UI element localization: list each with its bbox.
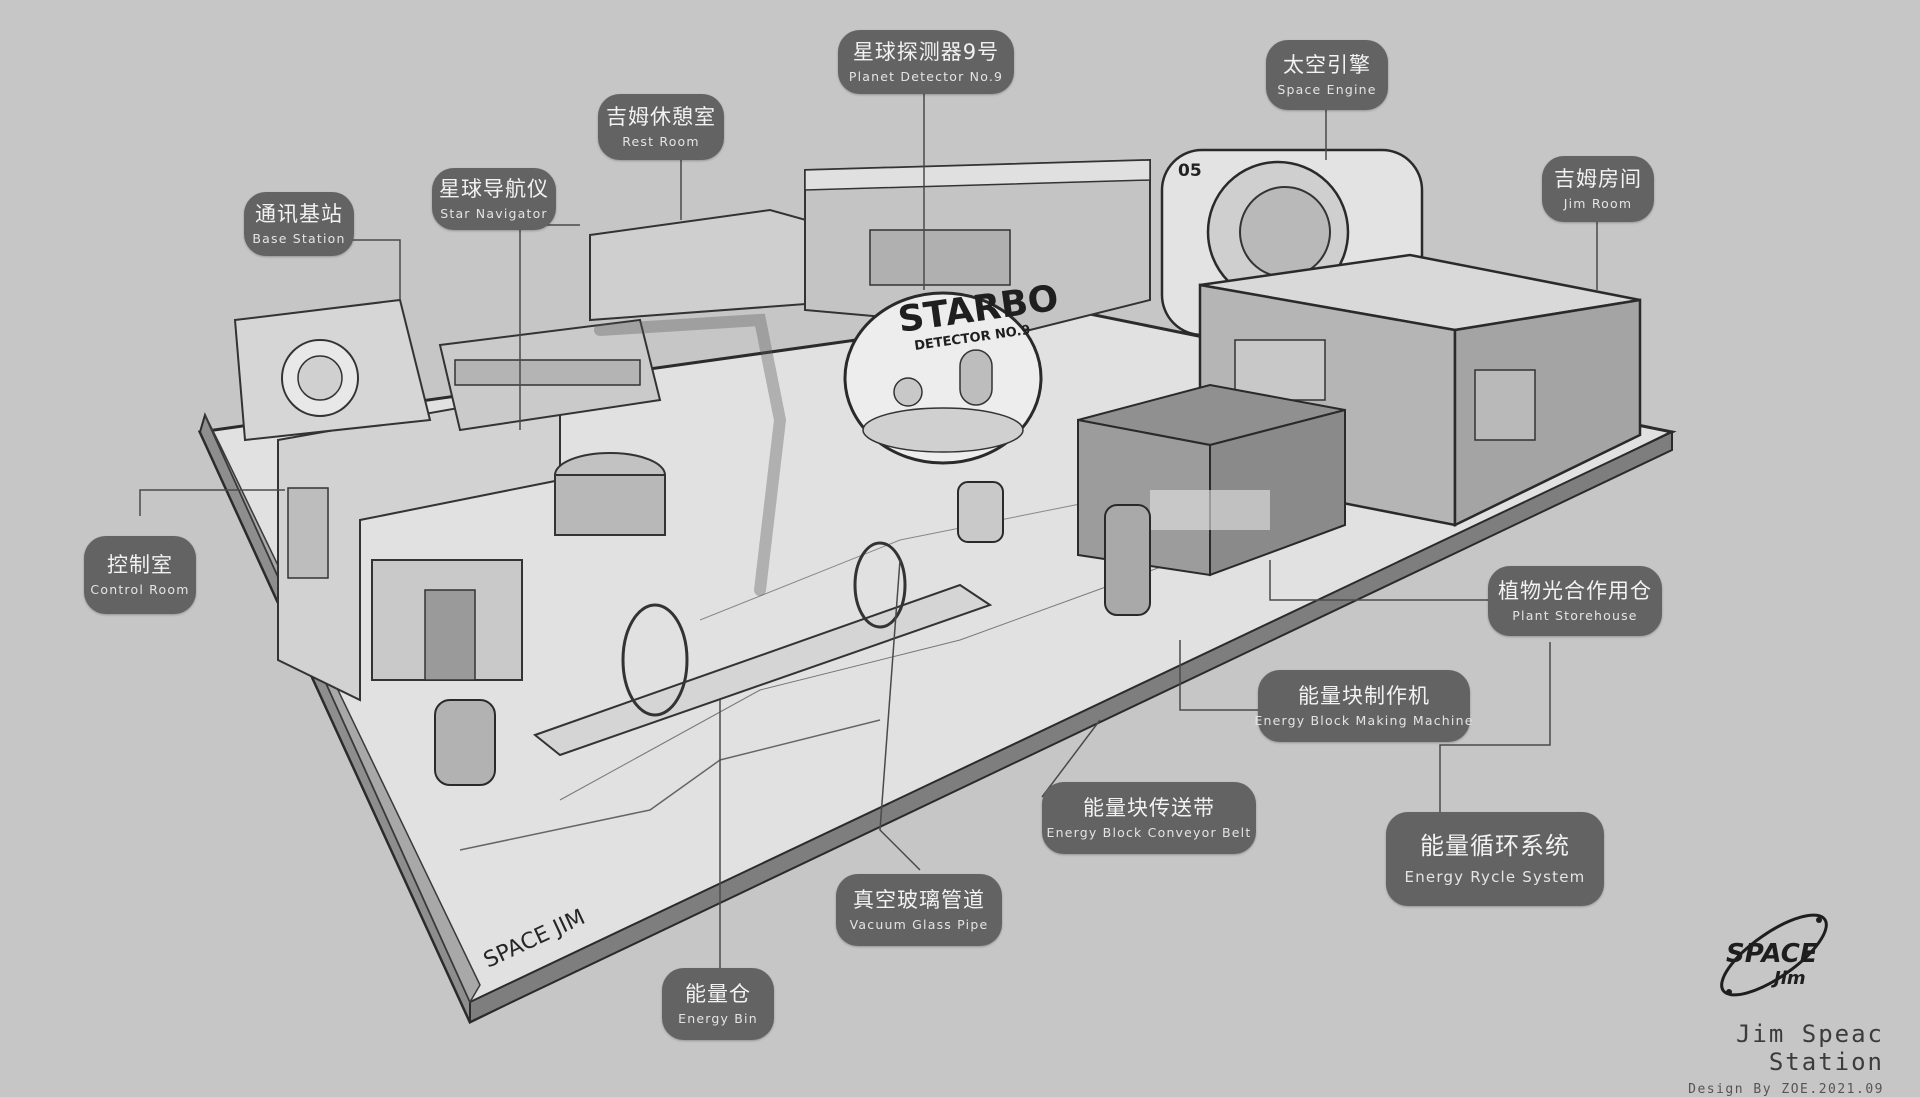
callout-en: Energy Block Conveyor Belt [1046, 825, 1252, 841]
callout-zh: 吉姆休憩室 [606, 104, 716, 129]
callout-en: Star Navigator [440, 206, 548, 222]
callout-conveyor-belt: 能量块传送带 Energy Block Conveyor Belt [1042, 782, 1256, 854]
callout-zh: 能量块传送带 [1083, 795, 1215, 820]
callout-en: Base Station [252, 231, 346, 247]
callout-en: Energy Rycle System [1404, 868, 1586, 887]
callout-zh: 吉姆房间 [1554, 166, 1642, 191]
callout-en: Energy Bin [678, 1011, 758, 1027]
callout-control-room: 控制室 Control Room [84, 536, 196, 614]
callout-energy-bin: 能量仓 Energy Bin [662, 968, 774, 1040]
callout-zh: 能量块制作机 [1298, 683, 1430, 708]
callout-en: Energy Block Making Machine [1254, 713, 1474, 729]
callout-zh: 植物光合作用仓 [1498, 578, 1652, 603]
brand-title: Jim Speac Station [1735, 1020, 1884, 1076]
callout-energy-block-machine: 能量块制作机 Energy Block Making Machine [1254, 670, 1472, 742]
callout-energy-cycle: 能量循环系统 Energy Rycle System [1386, 812, 1604, 906]
brand-credit: Design By ZOE.2021.09 [1688, 1082, 1884, 1097]
callout-base-station: 通讯基站 Base Station [244, 192, 354, 256]
base-station-structure [233, 298, 432, 442]
pipe-and-conveyor [532, 313, 993, 757]
control-room-structure [277, 388, 561, 702]
callout-jim-room: 吉姆房间 Jim Room [1542, 156, 1654, 222]
detector-building [804, 158, 1151, 332]
callout-zh: 星球探测器9号 [852, 39, 1000, 64]
callout-plant-storehouse: 植物光合作用仓 Plant Storehouse [1488, 566, 1662, 636]
rest-room-structure [438, 208, 861, 536]
logo-bottom-text: Jim [1771, 968, 1806, 989]
leader-lines [139, 84, 1598, 990]
engine-number: 05 [1178, 161, 1202, 181]
jim-room-structure [1198, 253, 1642, 527]
callout-zh: 太空引擎 [1283, 52, 1371, 77]
callout-en: Jim Room [1563, 196, 1633, 212]
callout-vacuum-pipe: 真空玻璃管道 Vacuum Glass Pipe [836, 874, 1002, 946]
callout-en: Plant Storehouse [1512, 608, 1638, 624]
callout-zh: 星球导航仪 [439, 176, 549, 201]
callout-zh: 能量仓 [685, 981, 751, 1006]
callout-star-navigator: 星球导航仪 Star Navigator [432, 168, 556, 230]
callout-rest-room: 吉姆休憩室 Rest Room [598, 94, 724, 160]
callout-en: Planet Detector No.9 [848, 69, 1004, 85]
machines [434, 481, 1151, 786]
brand-block: SPACE Jim Jim Speac Station Design By ZO… [1624, 900, 1884, 1097]
callout-en: Vacuum Glass Pipe [849, 917, 989, 933]
callout-en: Space Engine [1277, 82, 1377, 98]
callout-zh: 能量循环系统 [1420, 831, 1570, 860]
callout-space-engine: 太空引擎 Space Engine [1266, 40, 1388, 110]
logo-top-text: SPACE [1726, 939, 1818, 969]
callout-zh: 控制室 [107, 552, 173, 577]
space-jim-logo: SPACE Jim [1720, 913, 1828, 997]
callout-planet-detector: 星球探测器9号 Planet Detector No.9 [838, 30, 1014, 94]
callout-en: Rest Room [622, 134, 700, 150]
callout-zh: 通讯基站 [255, 201, 343, 226]
callout-zh: 真空玻璃管道 [853, 887, 985, 912]
callout-en: Control Room [90, 582, 190, 598]
